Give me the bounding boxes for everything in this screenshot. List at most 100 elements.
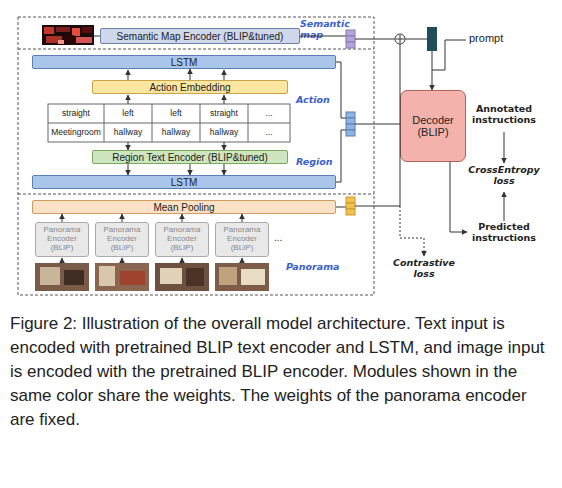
table-cell: hallway (152, 123, 200, 142)
flow-arrow (504, 192, 505, 221)
table-cell: hallway (200, 123, 248, 142)
flow-arrow (128, 142, 129, 150)
lstm-box: LSTM (32, 175, 336, 189)
encoder-box: Panorama Encoder (BLIP) (215, 222, 269, 257)
table-rule (248, 104, 249, 142)
decoder-box: Decoder (BLIP) (400, 90, 466, 162)
contrastive-wire (400, 206, 424, 256)
map-tile (58, 40, 64, 44)
feature-cell (346, 36, 355, 42)
pooling-box: Mean Pooling (32, 200, 336, 214)
wire (355, 124, 400, 125)
feature-cell (346, 42, 355, 48)
table-cell: hallway (104, 123, 152, 142)
photo-area (155, 263, 209, 291)
table-cell: straight (200, 104, 248, 123)
encoder-frame (18, 17, 374, 295)
photo-area (160, 268, 182, 284)
encoder-box: Panorama Encoder (BLIP) (35, 222, 89, 257)
table-rule (48, 123, 290, 124)
map-tile (72, 28, 80, 36)
table-cell: ... (248, 123, 290, 142)
box-label: Action Embedding (149, 82, 230, 93)
box-label: Panorama Encoder (BLIP) (96, 226, 148, 252)
map-tile (56, 27, 70, 32)
photo-area (120, 271, 145, 285)
photo-area (215, 263, 269, 291)
concat-symbol (400, 35, 401, 43)
feature-cell (346, 30, 355, 36)
wire (405, 39, 427, 40)
semantic-map-image (42, 25, 94, 45)
flow-arrow (128, 95, 129, 104)
concat-symbol (396, 39, 404, 40)
feature-cell (346, 112, 355, 118)
photo-area (64, 270, 84, 285)
map-tile (76, 37, 92, 43)
flow-arrow (190, 69, 191, 80)
wire (336, 130, 346, 182)
wire (336, 207, 346, 208)
photo-area (99, 266, 115, 286)
wire (94, 36, 100, 37)
flow-arrow (128, 70, 129, 80)
feature-cell (346, 209, 355, 215)
box-label: Mean Pooling (153, 202, 214, 213)
box-label: Semantic Map Encoder (BLIP&tuned) (117, 31, 284, 42)
table-cell: Meetingroom (48, 123, 104, 142)
panorama-image (95, 263, 149, 291)
flow-arrow (122, 258, 123, 263)
table-cell: straight (48, 104, 104, 123)
flow-arrow (224, 164, 225, 175)
annotation-text: Panorama (286, 262, 348, 274)
flow-arrow (182, 214, 183, 222)
map-tile (46, 36, 62, 43)
panorama-image (35, 263, 89, 291)
flow-arrow (62, 214, 63, 222)
annotation-text: CrossEntropy loss (462, 165, 546, 191)
annotation-text: Region (296, 157, 346, 169)
annotation-text: Action (296, 95, 346, 107)
map-tile (82, 27, 92, 33)
flow-arrow (182, 258, 183, 263)
box-label: Panorama Encoder (BLIP) (156, 226, 208, 252)
concat-symbol (395, 34, 405, 44)
box-label: Decoder (BLIP) (401, 114, 465, 138)
wire (355, 39, 395, 40)
box-label: Panorama Encoder (BLIP) (216, 226, 268, 252)
table-rule (104, 104, 105, 142)
annotation-text: Predicted instructions (466, 222, 542, 250)
photo-area (40, 267, 60, 285)
feature-cell (346, 197, 355, 203)
table-cell: ... (248, 104, 290, 123)
lstm-box: LSTM (32, 55, 336, 69)
feature-cell (346, 130, 355, 136)
wire (400, 44, 401, 206)
flow-arrow (62, 258, 63, 263)
map-tile (42, 25, 94, 45)
flow-arrow (432, 51, 433, 90)
map-tile (64, 35, 74, 43)
annotation-text: Semantic map (300, 19, 374, 41)
wire (336, 62, 346, 118)
wire (300, 36, 346, 37)
flow-arrow (242, 258, 243, 263)
box-label: Region Text Encoder (BLIP&tuned) (112, 152, 267, 163)
panorama-image (215, 263, 269, 291)
photo-area (219, 267, 237, 285)
photo-area (241, 269, 265, 285)
map-tile (44, 27, 54, 34)
box-label: LSTM (171, 177, 198, 188)
annotation-text: ... (274, 232, 298, 244)
flow-arrow (190, 164, 191, 175)
flow-arrow (242, 214, 243, 222)
table-cell: left (104, 104, 152, 123)
feature-cell (346, 118, 355, 124)
flow-arrow (128, 164, 129, 175)
flow-arrow (122, 214, 123, 222)
fused-feature (427, 27, 437, 51)
feature-cell (346, 203, 355, 209)
panorama-image (155, 263, 209, 291)
flow-arrow (224, 142, 225, 150)
feature-cell (346, 124, 355, 130)
